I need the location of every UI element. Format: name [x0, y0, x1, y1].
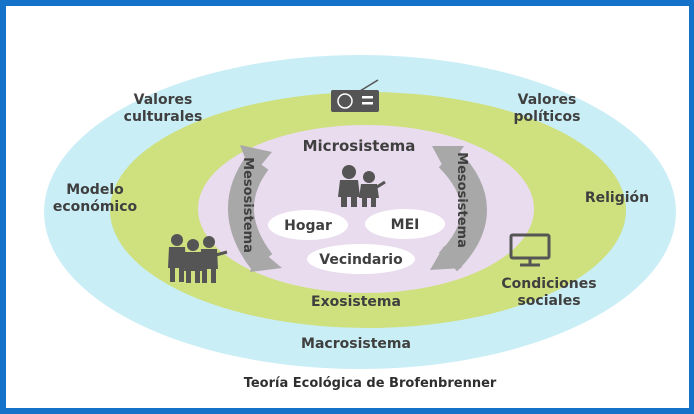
economic-model-label-1: Modelo [66, 182, 124, 198]
microsystem-label: Microsistema [303, 137, 416, 155]
macrosystem-label: Macrosistema [301, 336, 411, 352]
radio-icon [331, 79, 379, 112]
exosystem-label: Exosistema [311, 294, 401, 310]
mesosystem-right-label: Mesosistema [454, 152, 469, 248]
family-icon [168, 234, 228, 283]
political-values-label-1: Valores [518, 92, 577, 108]
religion-label: Religión [585, 190, 649, 206]
diagram-caption: Teoría Ecológica de Brofenbrenner [244, 376, 497, 391]
cultural-values-label-2: culturales [124, 109, 203, 125]
left-meso-arrow [227, 145, 282, 272]
neighborhood-label: Vecindario [319, 252, 403, 268]
children-icon [338, 165, 386, 207]
social-conditions-label-1: Condiciones [501, 276, 596, 292]
school-oval [365, 209, 445, 239]
social-conditions-label-2: sociales [517, 293, 580, 309]
cultural-values-label-1: Valores [134, 92, 193, 108]
neighborhood-oval [307, 244, 415, 274]
right-meso-arrow [430, 146, 487, 272]
mesosystem-left-label: Mesosistema [240, 157, 255, 253]
tv-icon [509, 233, 551, 267]
home-oval [268, 210, 348, 240]
political-values-label-2: políticos [514, 109, 581, 125]
economic-model-label-2: económico [53, 199, 138, 215]
home-label: Hogar [284, 218, 332, 234]
school-label: MEI [391, 217, 420, 233]
